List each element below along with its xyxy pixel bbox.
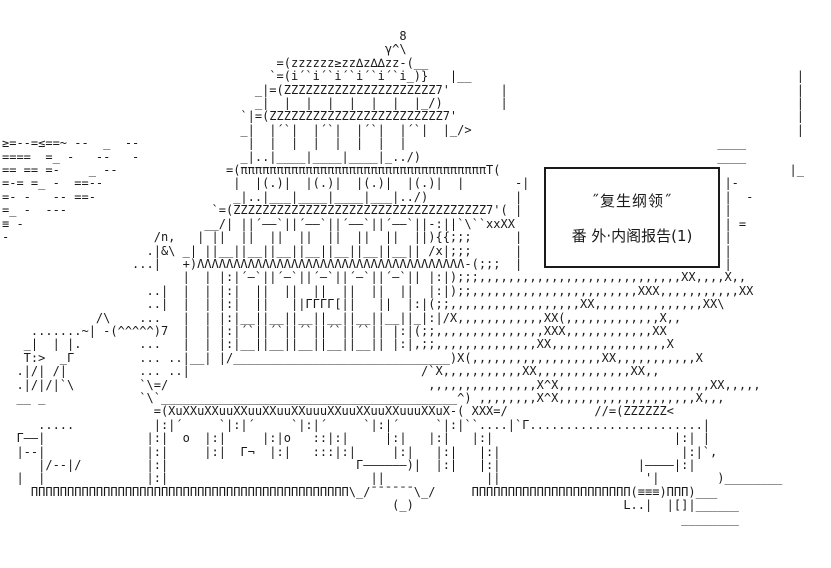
title-box: ˝复生纲领˝ 番 外·内阁报告(1) [544,167,720,268]
ascii-art-scene: 8 γ^\ =(zzzzzz≥zz∆z∆∆zz-(__ `=(i´`i´`i´`… [2,29,804,526]
title-box-line1: ˝复生纲领˝ [591,191,673,210]
title-box-line2: 番 外·内阁报告(1) [571,226,693,245]
